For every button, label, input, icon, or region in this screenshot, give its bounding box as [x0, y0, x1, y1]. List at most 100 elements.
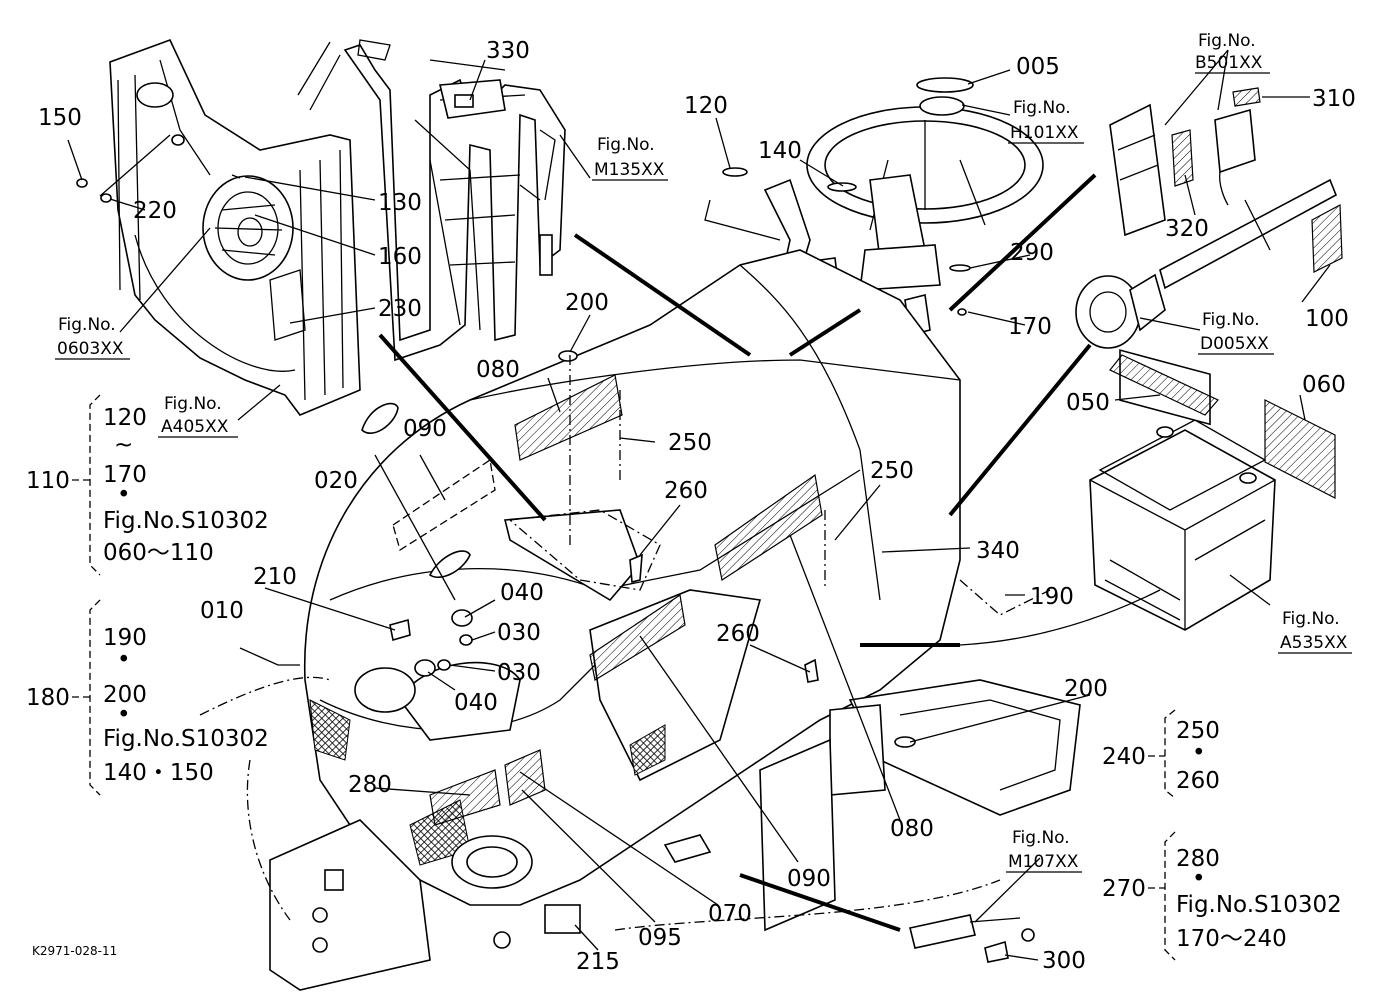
group-bracket-180: 180 190 • 200 • Fig.No.S10302 140・150	[26, 599, 269, 796]
group-line: 170～240	[1176, 926, 1287, 952]
part-label: 230	[378, 296, 422, 322]
fig-code: 0603XX	[57, 339, 124, 359]
part-label: 210	[253, 564, 297, 590]
part-label: 170	[1008, 314, 1052, 340]
part-label: 040	[454, 690, 498, 716]
part-label: 040	[500, 580, 544, 606]
fig-label: Fig.No.	[1282, 609, 1340, 629]
group-line: 060～110	[103, 540, 214, 566]
figure-ref-m135: Fig.No. M135XX	[592, 135, 668, 181]
group-line: Fig.No.S10302	[103, 726, 269, 752]
fig-code: B501XX	[1195, 53, 1263, 73]
gas-spring	[663, 834, 1035, 963]
part-label: 320	[1165, 216, 1209, 242]
leader-lines	[67, 49, 1331, 961]
steering-wheel-assembly	[722, 77, 1044, 413]
part-label: 250	[870, 458, 914, 484]
part-label: 020	[314, 468, 358, 494]
drawing-code: K2971-028-11	[32, 944, 117, 958]
group-line: 170	[103, 462, 147, 488]
group-line: 200	[103, 682, 147, 708]
group-line: •	[1192, 866, 1206, 892]
part-label: 300	[1042, 948, 1086, 974]
part-label: 100	[1305, 306, 1349, 332]
fig-code: D005XX	[1200, 334, 1269, 354]
part-label: 330	[486, 38, 530, 64]
part-label: 130	[378, 190, 422, 216]
fig-label: Fig.No.	[58, 315, 116, 335]
figure-references: Fig.No. B501XX Fig.No. H101XX Fig.No. M1…	[55, 31, 1352, 873]
figure-ref-a535: Fig.No. A535XX	[1278, 609, 1352, 654]
switch-parts	[1109, 87, 1261, 237]
part-number-labels: 005 310 320 100 060 050 120 140 290 170 …	[38, 38, 1356, 975]
figure-ref-m107: Fig.No. M107XX	[1006, 828, 1082, 873]
group-line: •	[117, 647, 131, 673]
fig-code: M107XX	[1008, 852, 1079, 872]
group-line: 140・150	[103, 760, 214, 786]
fig-code: A405XX	[161, 417, 229, 437]
part-label: 080	[476, 357, 520, 383]
figure-ref-h101: Fig.No. H101XX	[1008, 98, 1084, 144]
battery	[1089, 349, 1336, 631]
part-label: 090	[787, 866, 831, 892]
group-id: 270	[1102, 876, 1146, 902]
part-label: 010	[200, 598, 244, 624]
group-bracket-110: 110 120 ~ 170 • Fig.No.S10302 060～110	[26, 394, 269, 576]
fig-label: Fig.No.	[1198, 31, 1256, 51]
group-line: 190	[103, 625, 147, 651]
part-label: 200	[565, 290, 609, 316]
group-id: 240	[1102, 744, 1146, 770]
fig-label: Fig.No.	[1012, 828, 1070, 848]
group-bracket-270: 270 280 • Fig.No.S10302 170～240	[1102, 831, 1342, 961]
part-label: 030	[497, 660, 541, 686]
group-line: 280	[1176, 846, 1220, 872]
part-label: 030	[497, 620, 541, 646]
part-label: 005	[1016, 54, 1060, 80]
step-deck	[269, 679, 1081, 991]
guide-lines	[199, 173, 1161, 932]
group-line: 260	[1176, 768, 1220, 794]
part-label: 120	[684, 93, 728, 119]
part-label: 260	[716, 621, 760, 647]
part-label: 150	[38, 105, 82, 131]
part-label: 290	[1010, 240, 1054, 266]
part-label: 080	[890, 816, 934, 842]
group-line: •	[117, 482, 131, 508]
group-line: 120	[103, 405, 147, 431]
fig-label: Fig.No.	[1202, 310, 1260, 330]
fig-label: Fig.No.	[1013, 98, 1071, 118]
figure-ref-d005: Fig.No. D005XX	[1198, 310, 1274, 355]
part-label: 220	[133, 198, 177, 224]
group-line: Fig.No.S10302	[1176, 892, 1342, 918]
group-line: •	[1192, 740, 1206, 766]
illustration	[67, 38, 1343, 991]
group-line: •	[117, 702, 131, 728]
part-label: 200	[1064, 676, 1108, 702]
figure-ref-b501: Fig.No. B501XX	[1195, 31, 1270, 74]
group-bracket-240: 240 250 • 260	[1102, 709, 1220, 799]
part-label: 310	[1312, 86, 1356, 112]
shaft-assembly	[1075, 178, 1343, 349]
group-id: 110	[26, 468, 70, 494]
part-label: 095	[638, 925, 682, 951]
figure-ref-a405: Fig.No. A405XX	[158, 394, 238, 438]
fig-code: H101XX	[1010, 123, 1079, 143]
upper-frame-structure	[297, 39, 566, 362]
fig-label: Fig.No.	[164, 394, 222, 414]
group-line: ~	[114, 432, 133, 458]
part-label: 250	[668, 430, 712, 456]
part-label: 190	[1030, 584, 1074, 610]
part-label: 260	[664, 478, 708, 504]
group-id: 180	[26, 685, 70, 711]
group-line: Fig.No.S10302	[103, 508, 269, 534]
part-label: 280	[348, 772, 392, 798]
part-label: 050	[1066, 390, 1110, 416]
part-label: 160	[378, 244, 422, 270]
part-label: 090	[403, 416, 447, 442]
part-label: 070	[708, 901, 752, 927]
hood-decals	[361, 350, 823, 826]
part-label: 060	[1302, 372, 1346, 398]
fig-code: M135XX	[594, 160, 665, 180]
part-label: 340	[976, 538, 1020, 564]
